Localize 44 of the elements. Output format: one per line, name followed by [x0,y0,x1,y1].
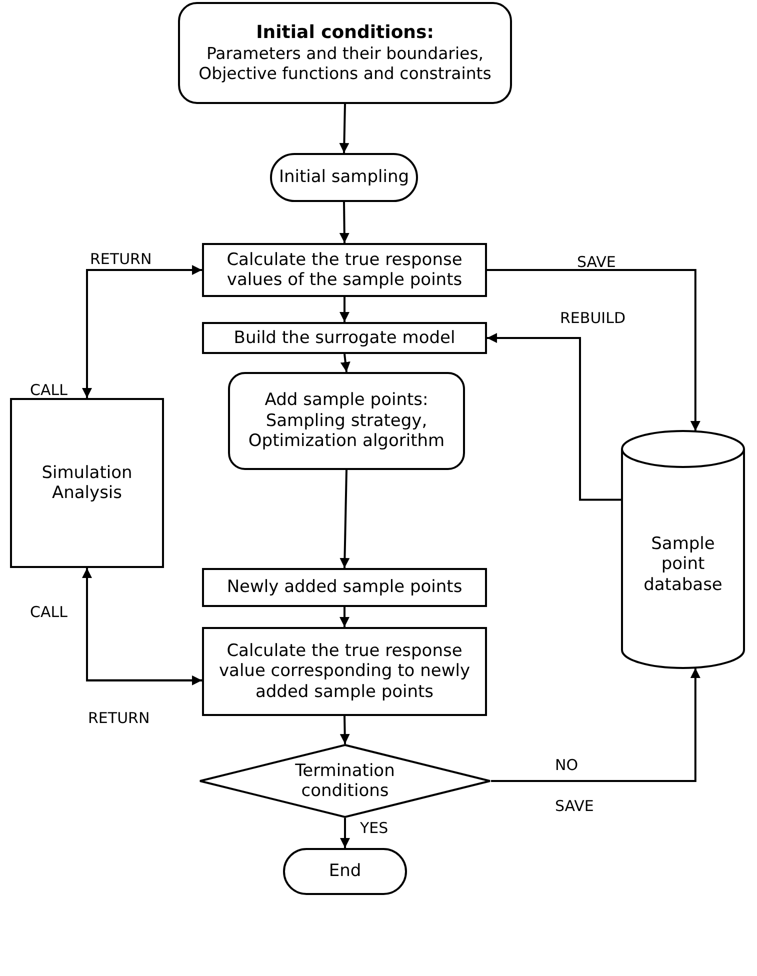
database-cylinder [621,431,745,668]
arrow [491,668,700,782]
decision-diamond [199,744,491,818]
process-box [228,372,465,470]
line-label: SAVE [555,799,594,814]
arrow [340,716,350,744]
terminal-box [283,848,407,895]
process-box [202,627,487,716]
edge-label: NO [555,758,578,773]
node-text: Initial sampling [278,167,410,188]
arrow [487,333,621,501]
node-text: Parameters and their boundaries, Objective functions and constraints [198,44,492,84]
terminal-box [270,153,418,202]
process-box [202,322,487,354]
arrow [339,104,350,154]
node-text: Build the surrogate model [234,328,456,348]
edge-label: RETURN [88,711,150,726]
node-text: Sampling strategy, Optimization algorithm [247,410,446,452]
node-text: Add sample points: [264,390,428,411]
node-text: Termination conditions [294,760,396,802]
arrow [487,269,700,431]
edge-label: RETURN [90,252,152,267]
edge-label: SAVE [577,255,616,270]
edge-label: YES [360,821,388,836]
arrow [339,202,350,244]
node-text: Calculate the true response values of the sample points [226,250,464,290]
node-text: Sample point database [642,534,724,596]
node-text: Simulation Analysis [40,462,134,504]
edge-label: CALL [30,383,68,398]
heading-text: Initial conditions: [256,22,434,44]
arrow [340,818,350,848]
node-text: Calculate the true response value corresponding to newly added sample points [218,640,472,702]
node-text: End [328,861,362,882]
arrow [340,470,350,568]
arrow [340,297,350,322]
start-box [178,2,512,104]
edge-label: REBUILD [560,311,626,326]
process-box [202,243,487,297]
process-box [202,568,487,607]
process-box [10,398,164,568]
arrow [340,607,350,627]
node-text: Newly added sample points [226,577,462,598]
arrow [340,354,350,372]
edge-label: CALL [30,605,68,620]
